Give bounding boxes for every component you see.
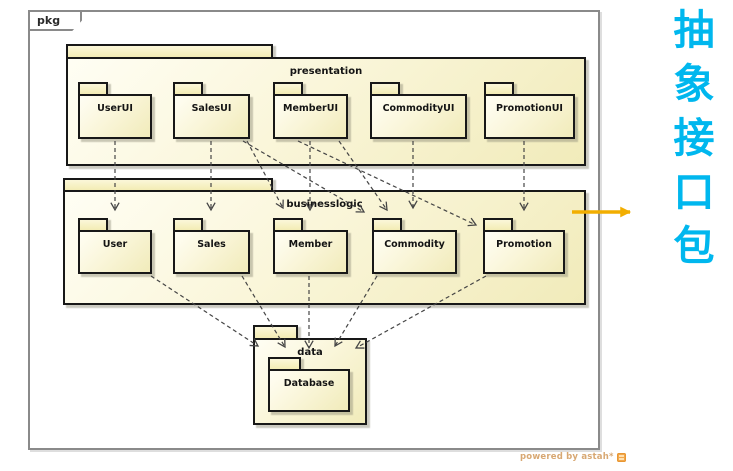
package-member: Member — [273, 230, 348, 274]
package-user-tab — [78, 218, 108, 230]
package-memberui-tab — [273, 82, 303, 94]
package-promotion-label: Promotion — [496, 239, 552, 250]
package-businesslogic-tab — [63, 178, 273, 190]
package-userui-label: UserUI — [97, 103, 133, 114]
package-sales-tab — [173, 218, 203, 230]
package-userui: UserUI — [78, 94, 152, 139]
package-data-label: data — [297, 347, 323, 358]
package-salesui-tab — [173, 82, 203, 94]
package-memberui-label: MemberUI — [283, 103, 338, 114]
package-database: Database — [268, 369, 350, 412]
package-commodityui-label: CommodityUI — [382, 103, 455, 114]
package-businesslogic-label: businesslogic — [286, 199, 363, 210]
package-commodityui-tab — [370, 82, 400, 94]
package-member-label: Member — [288, 239, 333, 250]
package-sales-label: Sales — [197, 239, 226, 250]
package-promotionui: PromotionUI — [484, 94, 575, 139]
package-promotion: Promotion — [483, 230, 565, 274]
package-promotionui-label: PromotionUI — [496, 103, 563, 114]
watermark: powered by astah* — [520, 451, 626, 463]
package-salesui: SalesUI — [173, 94, 250, 139]
watermark-text: powered by astah* — [520, 452, 614, 462]
package-memberui: MemberUI — [273, 94, 348, 139]
package-presentation-tab — [66, 44, 273, 57]
package-user-label: User — [102, 239, 128, 250]
package-commodity-label: Commodity — [384, 239, 445, 250]
package-user: User — [78, 230, 152, 274]
frame-tag-label: pkg — [37, 14, 61, 27]
package-salesui-label: SalesUI — [191, 103, 232, 114]
package-commodity-tab — [372, 218, 402, 230]
annotation-text: 抽象接口包 — [666, 8, 714, 278]
package-data-tab — [253, 325, 298, 338]
package-database-label: Database — [283, 378, 335, 389]
package-commodityui: CommodityUI — [370, 94, 467, 139]
frame-pkg-tab: pkg — [28, 10, 82, 31]
package-promotionui-tab — [484, 82, 514, 94]
astah-logo-icon — [616, 452, 626, 462]
package-member-tab — [273, 218, 303, 230]
package-commodity: Commodity — [372, 230, 457, 274]
package-sales: Sales — [173, 230, 250, 274]
package-database-tab — [268, 357, 301, 369]
package-userui-tab — [78, 82, 108, 94]
package-presentation-label: presentation — [289, 66, 363, 77]
package-promotion-tab — [483, 218, 513, 230]
